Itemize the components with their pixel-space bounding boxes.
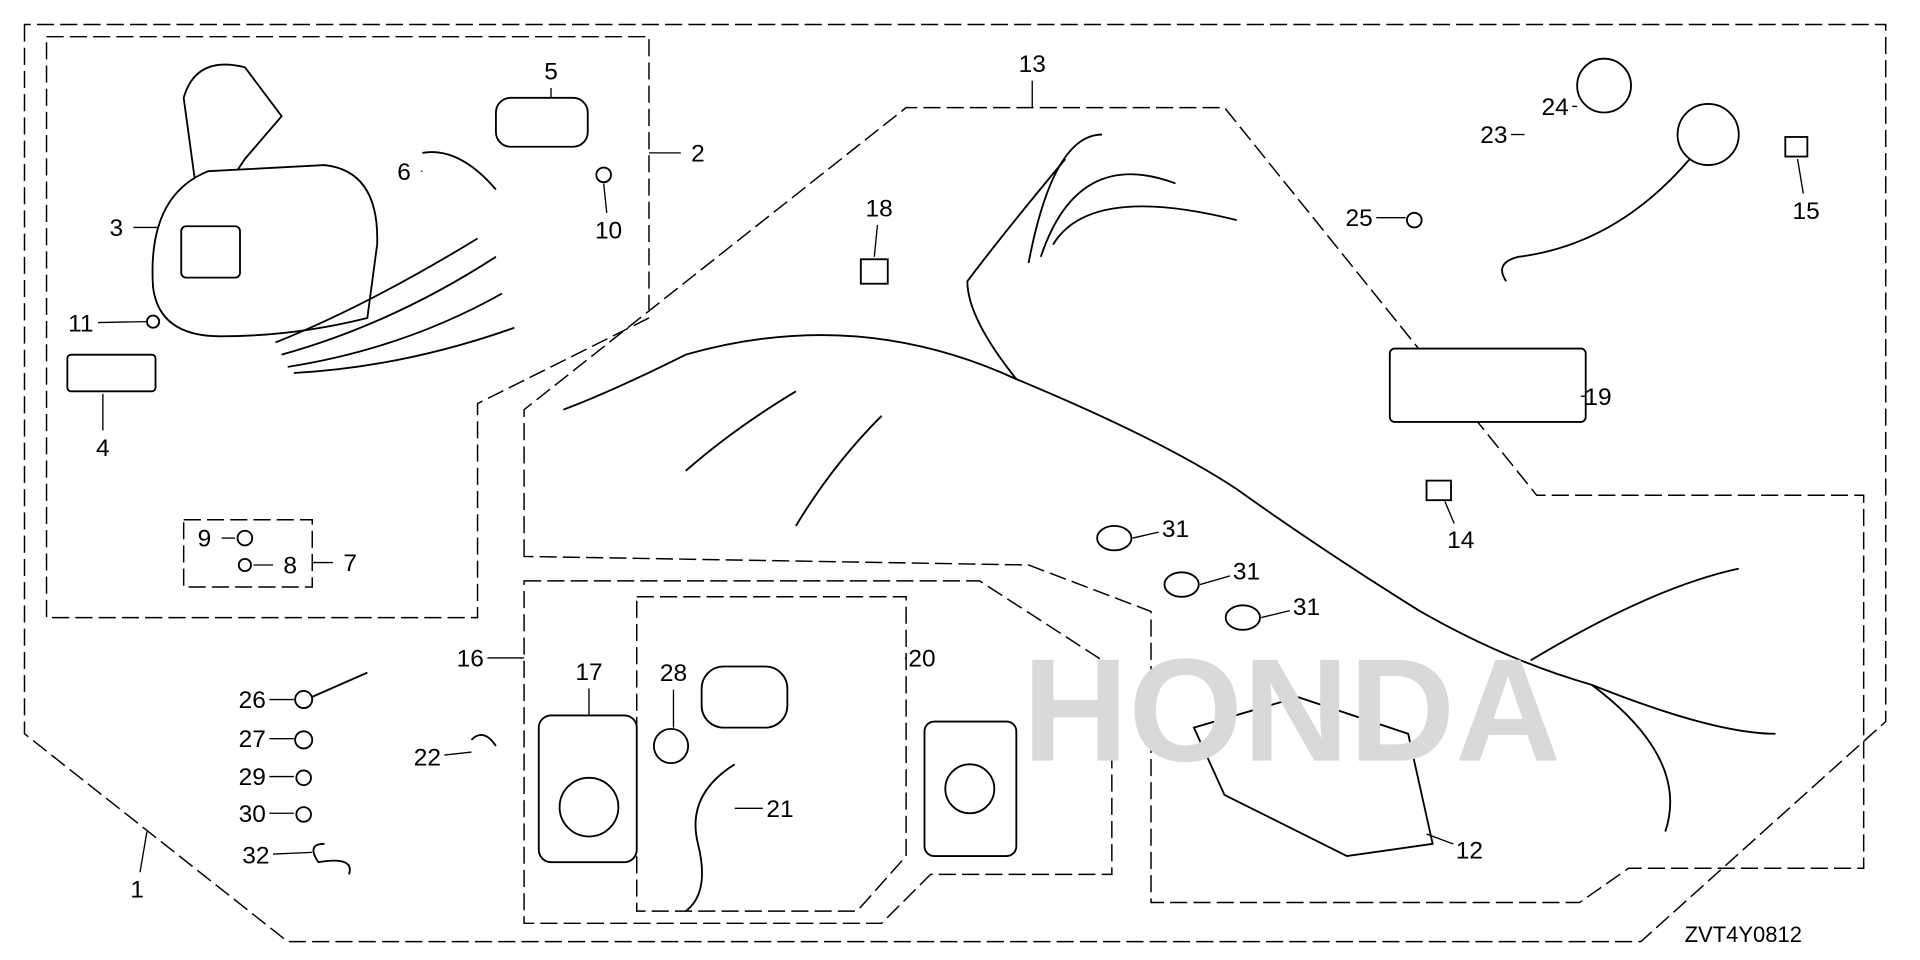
callout-8: 8	[283, 553, 297, 580]
control-unit-part-19	[1388, 347, 1587, 423]
callout-11: 11	[68, 310, 93, 337]
boundary-7	[182, 519, 313, 588]
boundary-switch-16	[523, 580, 1113, 925]
callout-6: 6	[397, 159, 411, 186]
leader-line	[97, 320, 147, 324]
callout-19: 19	[1584, 384, 1611, 411]
leader-line	[603, 183, 608, 213]
watermark: HONDA	[1022, 629, 1561, 793]
leader-line	[273, 851, 313, 855]
nut-part-8	[237, 557, 252, 573]
screw-part-10	[595, 166, 612, 184]
callout-25: 25	[1346, 205, 1373, 232]
callout-14: 14	[1447, 527, 1474, 554]
callout-13: 13	[1019, 51, 1046, 78]
callout-24: 24	[1541, 94, 1568, 121]
callout-16: 16	[457, 646, 484, 673]
callout-31: 31	[1233, 559, 1260, 586]
callout-29: 29	[239, 764, 266, 791]
filter-part-23	[1676, 103, 1740, 167]
boundary-assembly-1	[23, 23, 1887, 943]
leader-line	[139, 831, 148, 873]
leader-line	[1261, 609, 1291, 619]
callout-28: 28	[660, 660, 687, 687]
cap-part-24	[1576, 57, 1632, 114]
lanyard-part-21	[685, 763, 736, 912]
callout-4: 4	[96, 435, 110, 462]
callout-2: 2	[691, 140, 705, 167]
leader-line	[1132, 531, 1159, 539]
switch-parts	[294, 665, 1018, 912]
group-boundaries	[23, 23, 1887, 943]
connector-part-18	[859, 258, 889, 285]
washer-part-29	[295, 769, 312, 787]
emergency-switch-part-20	[700, 665, 789, 729]
connector-part-15	[1784, 136, 1809, 158]
wire-harness-part-13	[562, 57, 1809, 857]
callout-27: 27	[239, 726, 266, 753]
screw-part-11	[146, 314, 161, 329]
callout-31: 31	[1162, 516, 1189, 543]
callout-20: 20	[908, 646, 935, 673]
clip-part-22	[470, 734, 497, 747]
leader-line	[1444, 501, 1455, 524]
callout-18: 18	[866, 195, 893, 222]
bracket-part-12	[1192, 696, 1434, 857]
bolt-part-25	[1406, 211, 1423, 229]
callout-31: 31	[1293, 594, 1320, 621]
boundary-switch-20	[636, 596, 907, 912]
callout-3: 3	[110, 215, 124, 242]
callout-17: 17	[575, 659, 602, 686]
washer-part-9	[236, 529, 254, 547]
callout-15: 15	[1793, 198, 1820, 225]
callout-21: 21	[766, 796, 793, 823]
callout-10: 10	[595, 217, 622, 244]
leader-line	[1199, 575, 1231, 586]
callout-22: 22	[414, 745, 441, 772]
callout-26: 26	[239, 687, 266, 714]
boundary-harness-13	[523, 106, 1865, 904]
washer-part-30	[295, 806, 312, 823]
callout-12: 12	[1456, 838, 1483, 865]
leader-line	[444, 751, 472, 756]
grip-part-5	[495, 96, 589, 148]
bolt-part-26	[305, 671, 368, 701]
callout-23: 23	[1480, 122, 1507, 149]
callout-9: 9	[198, 526, 212, 553]
connector-part-14	[1425, 479, 1452, 502]
callout-7: 7	[343, 550, 357, 577]
nut-part-27	[294, 730, 314, 750]
drawing-code: ZVT4Y0812	[1684, 922, 1802, 947]
callout-30: 30	[239, 801, 266, 828]
leader-line	[1796, 158, 1804, 194]
leader-line	[1426, 833, 1454, 845]
band-part-31	[1096, 524, 1133, 552]
leader-line	[873, 224, 879, 257]
band-part-31	[1224, 604, 1261, 631]
clip-part-6	[422, 151, 497, 191]
band-part-31	[1163, 571, 1200, 598]
callout-5: 5	[544, 59, 558, 86]
seal-part-28	[652, 727, 690, 765]
boundary-remote-control-2	[45, 35, 650, 619]
remote-control-body-part-3	[66, 63, 612, 573]
cover-part-4	[66, 353, 157, 393]
callout-1: 1	[130, 877, 144, 904]
callout-32: 32	[242, 842, 269, 869]
clip-part-32	[312, 842, 351, 875]
